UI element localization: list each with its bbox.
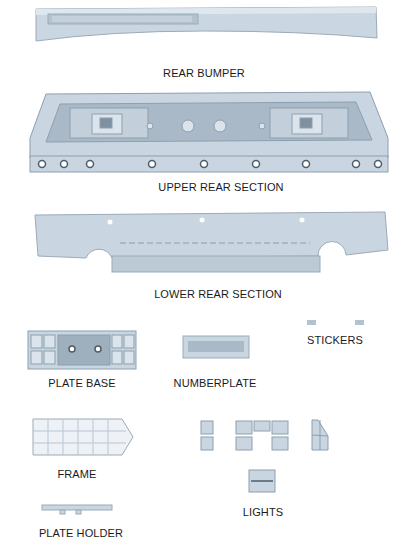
stickers <box>307 320 316 325</box>
lights <box>201 437 213 450</box>
plate-base <box>31 351 42 364</box>
lights <box>272 421 288 434</box>
plate-base <box>58 335 110 365</box>
lights <box>254 421 270 431</box>
lights <box>201 420 328 492</box>
plate-holder <box>42 505 112 514</box>
upper-rear-section <box>61 161 68 168</box>
upper-rear-section <box>300 118 312 128</box>
part-label: REAR BUMPER <box>163 67 245 80</box>
upper-rear-section <box>375 161 382 168</box>
lights <box>201 421 213 434</box>
upper-rear-section <box>214 120 226 132</box>
lower-rear-section <box>35 212 388 258</box>
frame <box>78 419 79 455</box>
lower-rear-section <box>35 212 388 272</box>
part-label: PLATE HOLDER <box>39 527 123 540</box>
plate-base <box>31 335 134 364</box>
stickers <box>307 320 364 325</box>
upper-rear-section <box>39 161 382 168</box>
upper-rear-section <box>149 161 156 168</box>
part-label: STICKERS <box>307 334 363 347</box>
upper-rear-section <box>92 114 122 134</box>
plate-base <box>95 346 101 352</box>
upper-rear-section <box>201 161 208 168</box>
upper-rear-section <box>147 123 153 129</box>
lights <box>312 420 328 450</box>
frame <box>33 419 126 455</box>
lower-rear-section <box>112 256 320 272</box>
upper-rear-section <box>100 118 112 128</box>
plate-base <box>69 346 75 352</box>
rear-bumper <box>52 16 192 22</box>
plate-base <box>124 335 134 348</box>
upper-rear-section <box>303 161 310 168</box>
numberplate <box>188 341 244 352</box>
upper-rear-section <box>30 92 388 158</box>
numberplate <box>183 336 249 358</box>
upper-rear-section <box>39 161 46 168</box>
part-label: LOWER REAR SECTION <box>154 288 282 301</box>
rear-bumper <box>36 7 377 41</box>
upper-rear-section <box>46 102 372 142</box>
plate-base <box>28 331 136 369</box>
lights <box>236 421 252 434</box>
frame <box>63 419 64 455</box>
upper-rear-section <box>30 92 388 172</box>
upper-rear-section <box>292 114 322 134</box>
lights <box>249 470 275 492</box>
plate-base <box>28 331 136 369</box>
rear-bumper <box>36 7 377 41</box>
rear-bumper <box>48 14 198 24</box>
lower-rear-section <box>120 243 310 244</box>
lower-rear-section <box>300 218 305 223</box>
frame <box>93 419 94 455</box>
part-label: UPPER REAR SECTION <box>158 181 283 194</box>
lights <box>320 420 321 450</box>
plate-holder <box>42 505 112 510</box>
upper-rear-section <box>253 161 260 168</box>
part-label: FRAME <box>58 468 97 481</box>
part-label: PLATE BASE <box>48 377 115 390</box>
frame <box>33 419 133 455</box>
upper-rear-section <box>270 108 348 138</box>
plate-holder <box>76 510 81 514</box>
frame <box>33 431 126 432</box>
lights <box>272 437 288 450</box>
frame <box>33 419 133 455</box>
plate-holder <box>60 510 65 514</box>
plate-base <box>112 335 122 348</box>
lower-rear-section <box>108 218 305 225</box>
lights <box>236 437 252 450</box>
upper-rear-section <box>87 161 94 168</box>
lights <box>251 480 273 482</box>
upper-rear-section <box>182 120 194 132</box>
numberplate <box>183 336 249 358</box>
plate-base <box>44 335 55 348</box>
upper-rear-section <box>259 123 265 129</box>
plate-base <box>112 351 122 364</box>
stickers <box>355 320 364 325</box>
frame <box>48 419 49 455</box>
plate-base <box>44 351 55 364</box>
upper-rear-section <box>353 161 360 168</box>
lower-rear-section <box>200 218 205 223</box>
upper-rear-section <box>70 108 148 138</box>
upper-rear-section <box>30 156 388 172</box>
lower-rear-section <box>108 220 113 225</box>
frame <box>33 443 126 444</box>
plate-base <box>31 335 42 348</box>
plate-base <box>124 351 134 364</box>
frame <box>108 419 109 455</box>
part-label: NUMBERPLATE <box>174 377 257 390</box>
part-label: LIGHTS <box>243 506 283 519</box>
